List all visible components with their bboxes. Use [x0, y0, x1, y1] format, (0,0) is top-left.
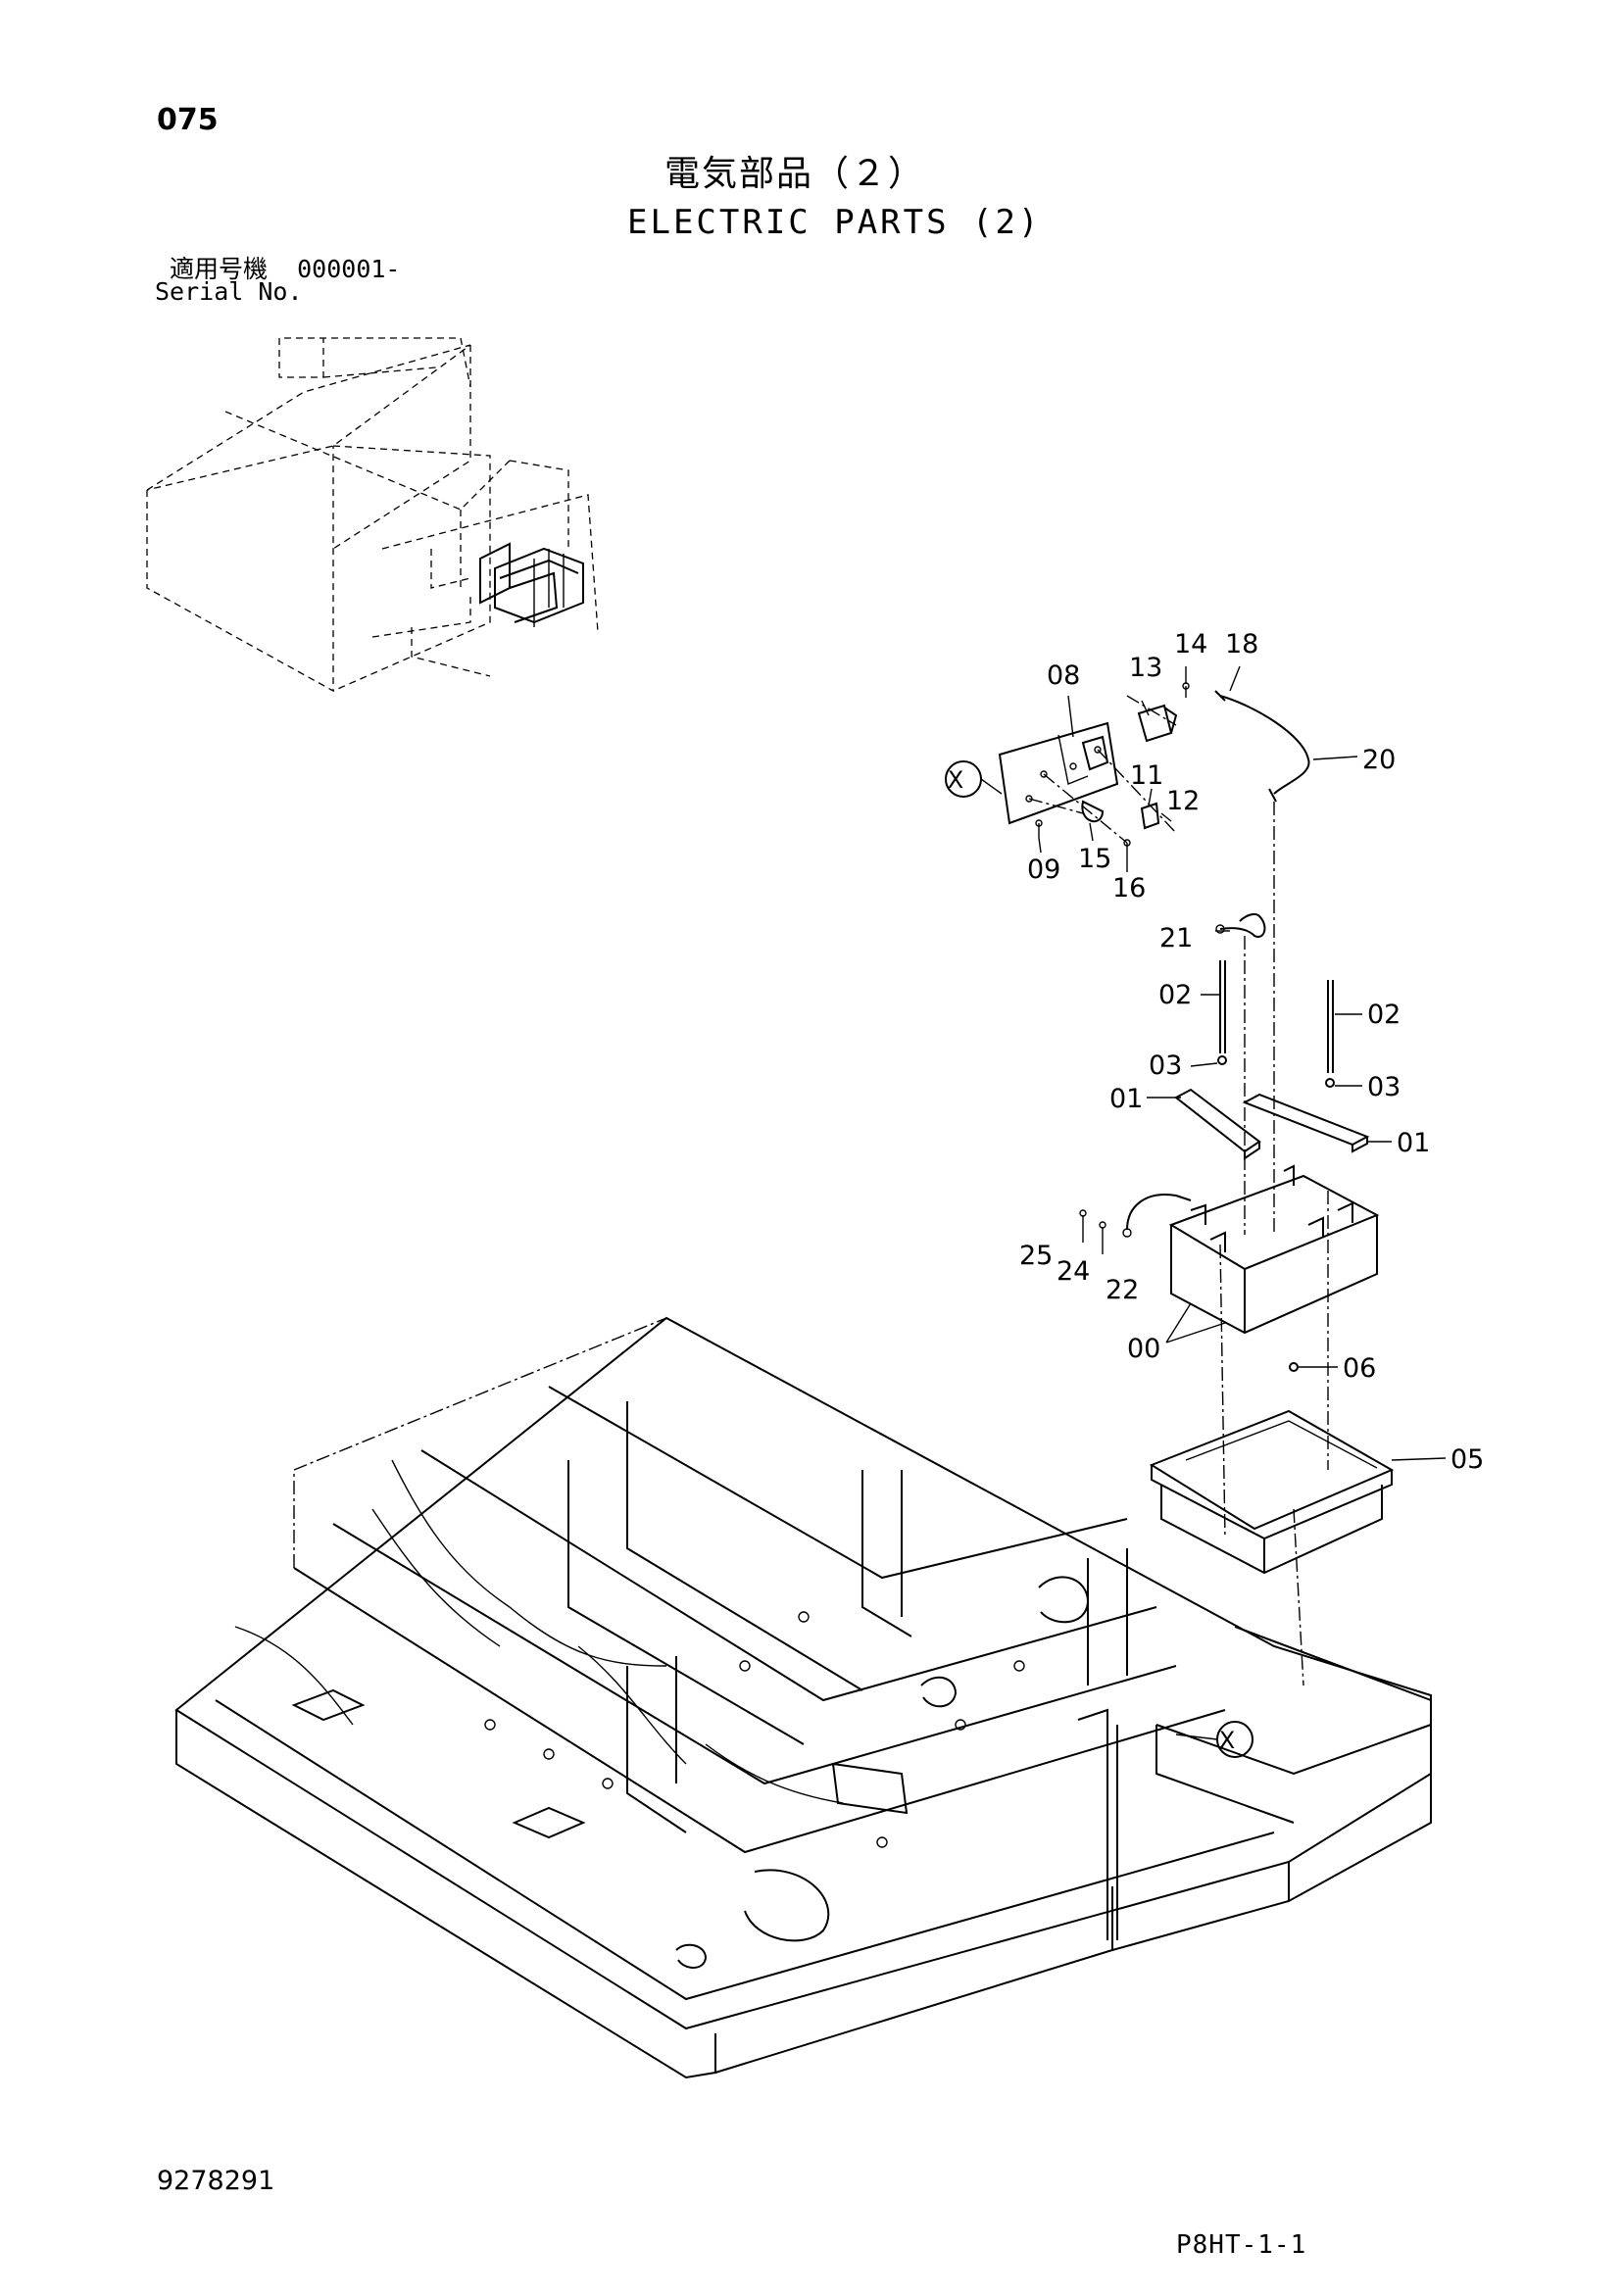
callout-18: 18	[1225, 629, 1258, 659]
reference-x-top: X	[948, 766, 963, 794]
callout-11: 11	[1130, 760, 1163, 791]
callout-14: 14	[1174, 629, 1207, 659]
serial-label-english: Serial No.	[155, 277, 303, 306]
overview-thumbnail	[146, 337, 599, 693]
callout-01-left: 01	[1109, 1084, 1143, 1114]
callout-21: 21	[1159, 923, 1193, 953]
page-number: 075	[157, 103, 219, 137]
battery-assembly	[1079, 802, 1392, 1686]
callout-labels: 08 13 14 18 20 11 12 15 16 09 X 21 02 02…	[948, 629, 1485, 1754]
upper-frame	[174, 1316, 1432, 2079]
callout-02-right: 02	[1367, 1000, 1401, 1030]
page-title-english: ELECTRIC PARTS (2)	[627, 203, 1042, 242]
callout-03-left: 03	[1149, 1050, 1182, 1081]
serial-label-japanese: 適用号機 000001-	[170, 257, 400, 281]
callout-15: 15	[1078, 844, 1111, 874]
callout-24: 24	[1057, 1256, 1090, 1287]
page-code: P8HT-1-1	[1176, 2230, 1307, 2260]
callout-25: 25	[1019, 1241, 1053, 1271]
callout-06: 06	[1343, 1353, 1376, 1384]
relay-plate-assembly	[945, 665, 1358, 872]
callout-12: 12	[1166, 786, 1200, 816]
callout-22: 22	[1106, 1275, 1139, 1305]
reference-x-bottom: X	[1219, 1727, 1235, 1754]
callout-08: 08	[1047, 660, 1080, 691]
callout-02-left: 02	[1158, 980, 1192, 1010]
callout-16: 16	[1112, 873, 1146, 904]
callout-01-right: 01	[1397, 1128, 1430, 1158]
callout-09: 09	[1027, 855, 1060, 885]
serial-label-jp-text: 適用号機	[170, 255, 269, 283]
page-title-japanese: 電気部品（２）	[664, 154, 926, 194]
callout-05: 05	[1450, 1444, 1484, 1475]
callout-03-right: 03	[1367, 1072, 1401, 1102]
callout-00: 00	[1127, 1334, 1160, 1364]
callout-13: 13	[1129, 653, 1162, 683]
callout-20: 20	[1362, 745, 1396, 775]
serial-value: 000001-	[297, 255, 401, 283]
battery-box	[1149, 1409, 1447, 1575]
catalog-number: 9278291	[157, 2166, 275, 2196]
